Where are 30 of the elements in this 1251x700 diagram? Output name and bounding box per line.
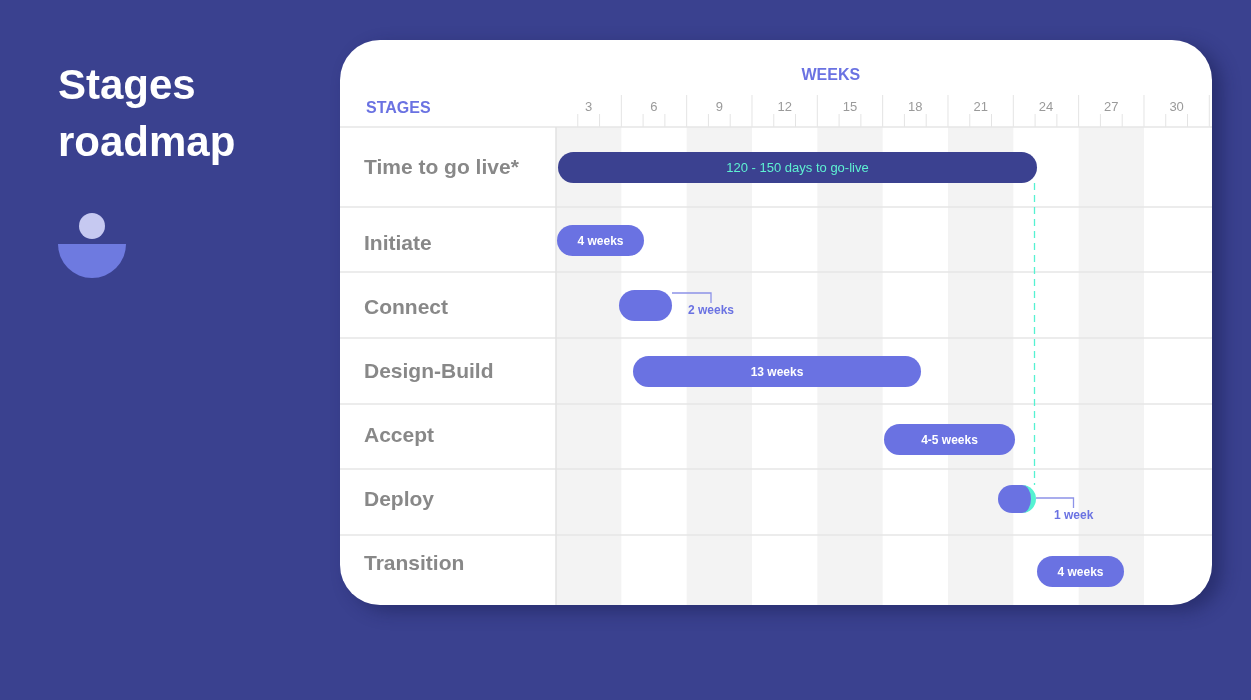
page-title: Stages roadmap [58, 60, 236, 167]
row-label: Connect [364, 294, 448, 320]
leader-line [1035, 497, 1075, 509]
row-label: Design-Build [364, 358, 494, 384]
row-label: Transition [364, 550, 465, 576]
duration-label: 2 weeks [688, 303, 735, 318]
tick-label: 27 [1104, 99, 1119, 115]
leader-line [671, 292, 712, 304]
row-label: Deploy [364, 486, 434, 512]
dashed-marker-line [1033, 182, 1036, 486]
gantt-bar: 13 weeks [633, 356, 921, 387]
tick-label: 3 [585, 99, 593, 115]
tick-label: 12 [777, 99, 792, 115]
gantt-bar: 120 - 150 days to go-live [558, 152, 1037, 183]
duration-label: 1 week [1054, 508, 1094, 523]
tick-label: 21 [973, 99, 988, 115]
column-header: STAGES [366, 98, 431, 118]
tick-label: 24 [1038, 99, 1054, 115]
row-label: Initiate [364, 230, 432, 256]
tick-label: 30 [1169, 99, 1184, 115]
row-label: Time to go live* [364, 154, 519, 180]
tick-label: 18 [908, 99, 923, 115]
row-label: Accept [364, 422, 435, 448]
gantt-bar: 4 weeks [557, 225, 644, 256]
tick-label: 15 [842, 99, 858, 115]
gantt-bar: 4 weeks [1037, 556, 1124, 587]
gantt-bar: 4-5 weeks [884, 424, 1015, 455]
tick-label: 6 [650, 99, 658, 115]
tick-label: 9 [715, 99, 723, 115]
axis-title: WEEKS [801, 65, 861, 85]
